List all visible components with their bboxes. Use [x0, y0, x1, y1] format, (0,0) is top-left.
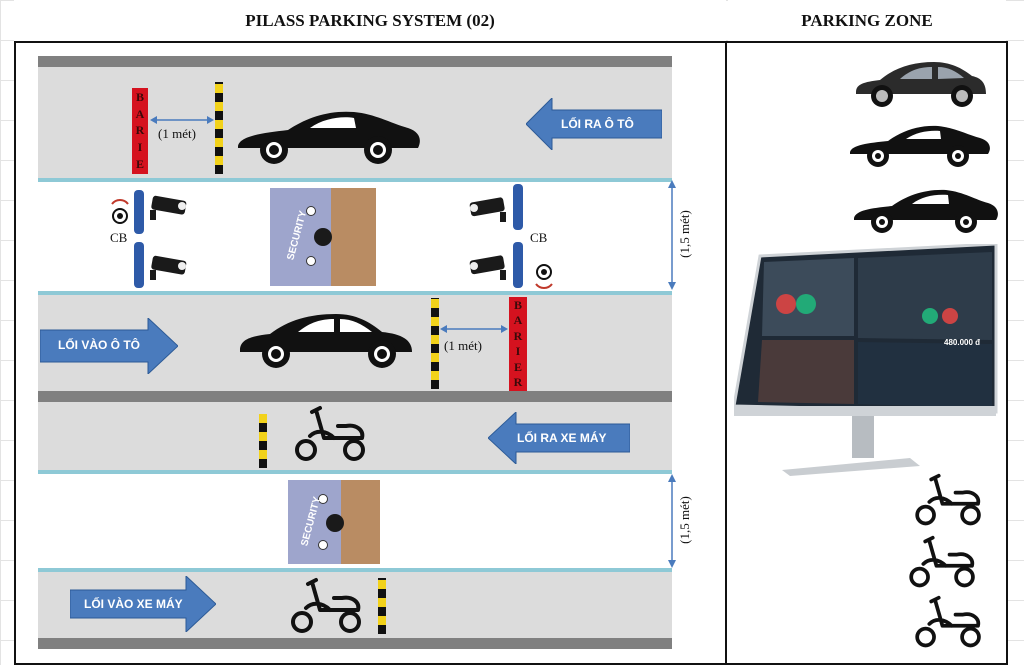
warning-pole	[259, 414, 267, 468]
clock-icon	[306, 256, 316, 266]
monitor-icon	[734, 244, 998, 476]
booth-wall	[341, 480, 380, 564]
monitor-amount: 480.000 đ	[944, 338, 981, 347]
barrier-letter: E	[513, 359, 522, 374]
barrier-car-entry: B A R I E R	[509, 297, 527, 391]
moto-entry-arrow	[70, 576, 216, 632]
width-note-moto: (1,5 mét)	[677, 496, 692, 544]
gap-arrow	[150, 116, 214, 124]
moto-entry-label: LỐI VÀO XE MÁY	[84, 597, 183, 611]
curb-stripe	[38, 56, 672, 67]
warning-pole	[215, 82, 223, 174]
barrier-letter: R	[135, 123, 145, 138]
lane-divider	[38, 470, 672, 474]
curb-stripe	[38, 391, 672, 402]
car-photo-icon	[856, 62, 986, 107]
system-title: PILASS PARKING SYSTEM (02)	[14, 0, 726, 42]
security-camera-icon	[150, 255, 187, 280]
scooter-icon	[909, 535, 975, 588]
sports-car-icon	[854, 189, 998, 233]
security-camera-icon	[469, 255, 506, 280]
lane-divider	[38, 178, 672, 182]
scooter-icon	[295, 406, 365, 461]
sensor-label-right: CB	[530, 230, 548, 245]
zone-title: PARKING ZONE	[728, 0, 1006, 42]
sensor-post	[134, 190, 144, 234]
warning-pole	[431, 298, 439, 389]
booth-label: SECURITY	[299, 495, 324, 548]
sensor-icon	[111, 199, 129, 224]
sensor-post	[513, 184, 523, 230]
width-arrow	[668, 180, 676, 290]
gap-note-top: (1 mét)	[158, 126, 196, 141]
sedan-car-icon	[240, 314, 412, 368]
width-arrow	[668, 474, 676, 568]
car-exit-arrow	[526, 98, 662, 150]
clock-icon	[318, 494, 328, 504]
clock-icon	[306, 206, 316, 216]
security-camera-icon	[469, 197, 506, 222]
width-note-car: (1,5 mét)	[677, 210, 692, 258]
security-booth-car: SECURITY	[270, 188, 376, 286]
gap-note-bottom: (1 mét)	[444, 338, 482, 353]
scooter-icon	[291, 578, 361, 633]
booth-wall	[331, 188, 376, 286]
security-camera-icon	[150, 195, 187, 220]
warning-pole	[378, 578, 386, 634]
security-booth-moto: SECURITY	[288, 480, 380, 564]
curb-stripe	[38, 638, 672, 649]
booth-label: SECURITY	[285, 209, 310, 262]
lane-divider	[38, 568, 672, 572]
barrier-letter: E	[135, 157, 144, 172]
sports-car-icon	[850, 125, 990, 167]
moto-exit-arrow	[488, 412, 630, 464]
sensor-label-left: CB	[110, 230, 128, 245]
lane-divider	[38, 291, 672, 295]
gap-arrow	[440, 325, 508, 333]
moto-exit-label: LỐI RA XE MÁY	[517, 431, 607, 445]
clock-icon	[318, 540, 328, 550]
sensor-icon	[535, 264, 553, 289]
sensor-post	[134, 242, 144, 288]
car-entry-arrow	[40, 318, 178, 374]
barrier-letter: I	[137, 140, 143, 155]
barrier-car-exit: B A R I E	[132, 88, 148, 174]
guard-icon	[314, 228, 332, 246]
sensor-post	[513, 242, 523, 288]
sports-car-icon	[238, 111, 420, 164]
barrier-letter: I	[515, 344, 521, 359]
car-exit-label: LỐI RA Ô TÔ	[561, 117, 634, 131]
barrier-letter: A	[513, 313, 523, 328]
guard-icon	[326, 514, 344, 532]
barrier-letter: B	[513, 297, 522, 312]
scooter-icon	[915, 473, 981, 526]
barrier-letter: R	[513, 375, 523, 390]
barrier-letter: R	[513, 328, 523, 343]
barrier-letter: B	[135, 89, 144, 104]
car-entry-label: LỐI VÀO Ô TÔ	[58, 338, 141, 352]
barrier-letter: A	[135, 106, 145, 121]
scooter-icon	[915, 595, 981, 648]
